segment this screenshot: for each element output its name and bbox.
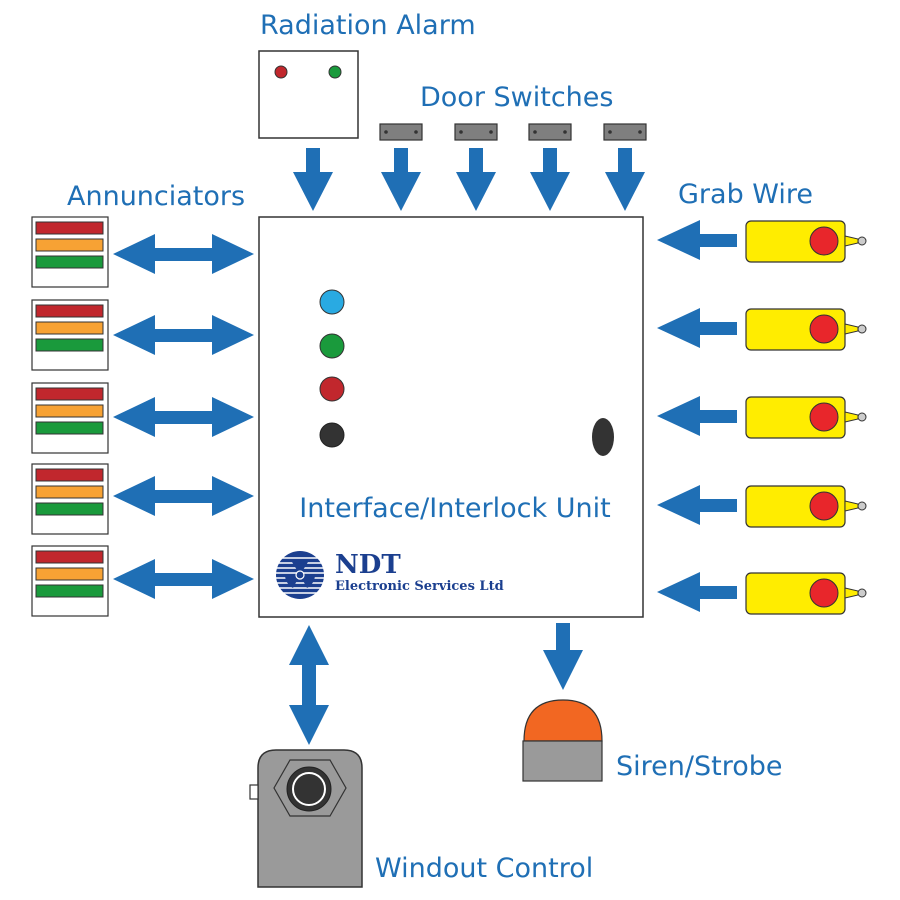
annunciator-3 bbox=[31, 382, 109, 454]
windout-control bbox=[249, 749, 363, 888]
grab-wire-button-4 bbox=[809, 491, 839, 521]
key-switch-icon bbox=[592, 418, 614, 456]
door-switch-arrow-4 bbox=[605, 148, 645, 211]
radiation-alarm-green-lamp bbox=[328, 65, 342, 79]
indicator-green-lamp bbox=[319, 333, 345, 359]
radiation-alarm bbox=[258, 50, 359, 139]
door-switch-1 bbox=[379, 123, 423, 141]
grab-wire-arrow-3 bbox=[657, 396, 737, 436]
door-switch-4 bbox=[603, 123, 647, 141]
annunciator-4 bbox=[31, 463, 109, 535]
radiation-alarm-label: Radiation Alarm bbox=[260, 10, 476, 41]
door-switch-arrows bbox=[381, 148, 645, 211]
grab-wire-button-5 bbox=[809, 578, 839, 608]
grab-wire-button-3 bbox=[809, 402, 839, 432]
annunciator-arrow-4 bbox=[113, 476, 254, 516]
siren-strobe-arrow bbox=[543, 623, 583, 690]
windout-knob-icon bbox=[292, 772, 326, 806]
grab-wire-3 bbox=[745, 396, 867, 439]
grab-wire-2 bbox=[745, 308, 867, 351]
grab-wire-arrows bbox=[657, 220, 737, 612]
ndt-logo-emblem-icon bbox=[276, 551, 324, 599]
ndt-logo: NDT Electronic Services Ltd bbox=[276, 550, 504, 599]
grab-wire-4 bbox=[745, 485, 867, 528]
annunciator-arrow-3 bbox=[113, 397, 254, 437]
siren-base bbox=[522, 740, 603, 782]
indicator-red-lamp bbox=[319, 376, 345, 402]
annunciators-label: Annunciators bbox=[67, 181, 245, 212]
radiation-alarm-arrow bbox=[293, 148, 333, 211]
ndt-logo-subtitle: Electronic Services Ltd bbox=[335, 579, 504, 594]
windout-control-label: Windout Control bbox=[375, 853, 593, 884]
siren-strobe-label: Siren/Strobe bbox=[616, 751, 782, 782]
door-switch-2 bbox=[454, 123, 498, 141]
door-switch-3 bbox=[528, 123, 572, 141]
annunciator-arrow-2 bbox=[113, 315, 254, 355]
annunciator-arrow-1 bbox=[113, 234, 254, 274]
grab-wire-label: Grab Wire bbox=[678, 179, 813, 210]
annunciator-arrow-5 bbox=[113, 559, 254, 599]
grab-wire-1 bbox=[745, 220, 867, 263]
windout-control-arrow bbox=[289, 625, 329, 745]
grab-wire-5 bbox=[745, 572, 867, 615]
door-switch-arrow-2 bbox=[456, 148, 496, 211]
interface-interlock-unit bbox=[258, 216, 644, 618]
siren-dome bbox=[523, 699, 603, 742]
siren-strobe bbox=[522, 699, 603, 782]
annunciator-5 bbox=[31, 545, 109, 617]
grab-wire-arrow-4 bbox=[657, 485, 737, 525]
interface-unit-label: Interface/Interlock Unit bbox=[299, 493, 610, 524]
annunciator-1 bbox=[31, 216, 109, 288]
annunciator-2 bbox=[31, 299, 109, 371]
door-switch-arrow-1 bbox=[381, 148, 421, 211]
grab-wire-arrow-1 bbox=[657, 220, 737, 260]
grab-wire-arrow-2 bbox=[657, 308, 737, 348]
grab-wire-button-2 bbox=[809, 314, 839, 344]
grab-wire-arrow-5 bbox=[657, 572, 737, 612]
ndt-logo-name: NDT bbox=[335, 550, 401, 580]
door-switches-label: Door Switches bbox=[420, 82, 613, 113]
indicator-black-lamp bbox=[319, 422, 345, 448]
door-switch-arrow-3 bbox=[530, 148, 570, 211]
annunciator-arrows bbox=[113, 234, 254, 599]
indicator-blue-lamp bbox=[319, 289, 345, 315]
grab-wire-button-1 bbox=[809, 226, 839, 256]
radiation-alarm-red-lamp bbox=[274, 65, 288, 79]
